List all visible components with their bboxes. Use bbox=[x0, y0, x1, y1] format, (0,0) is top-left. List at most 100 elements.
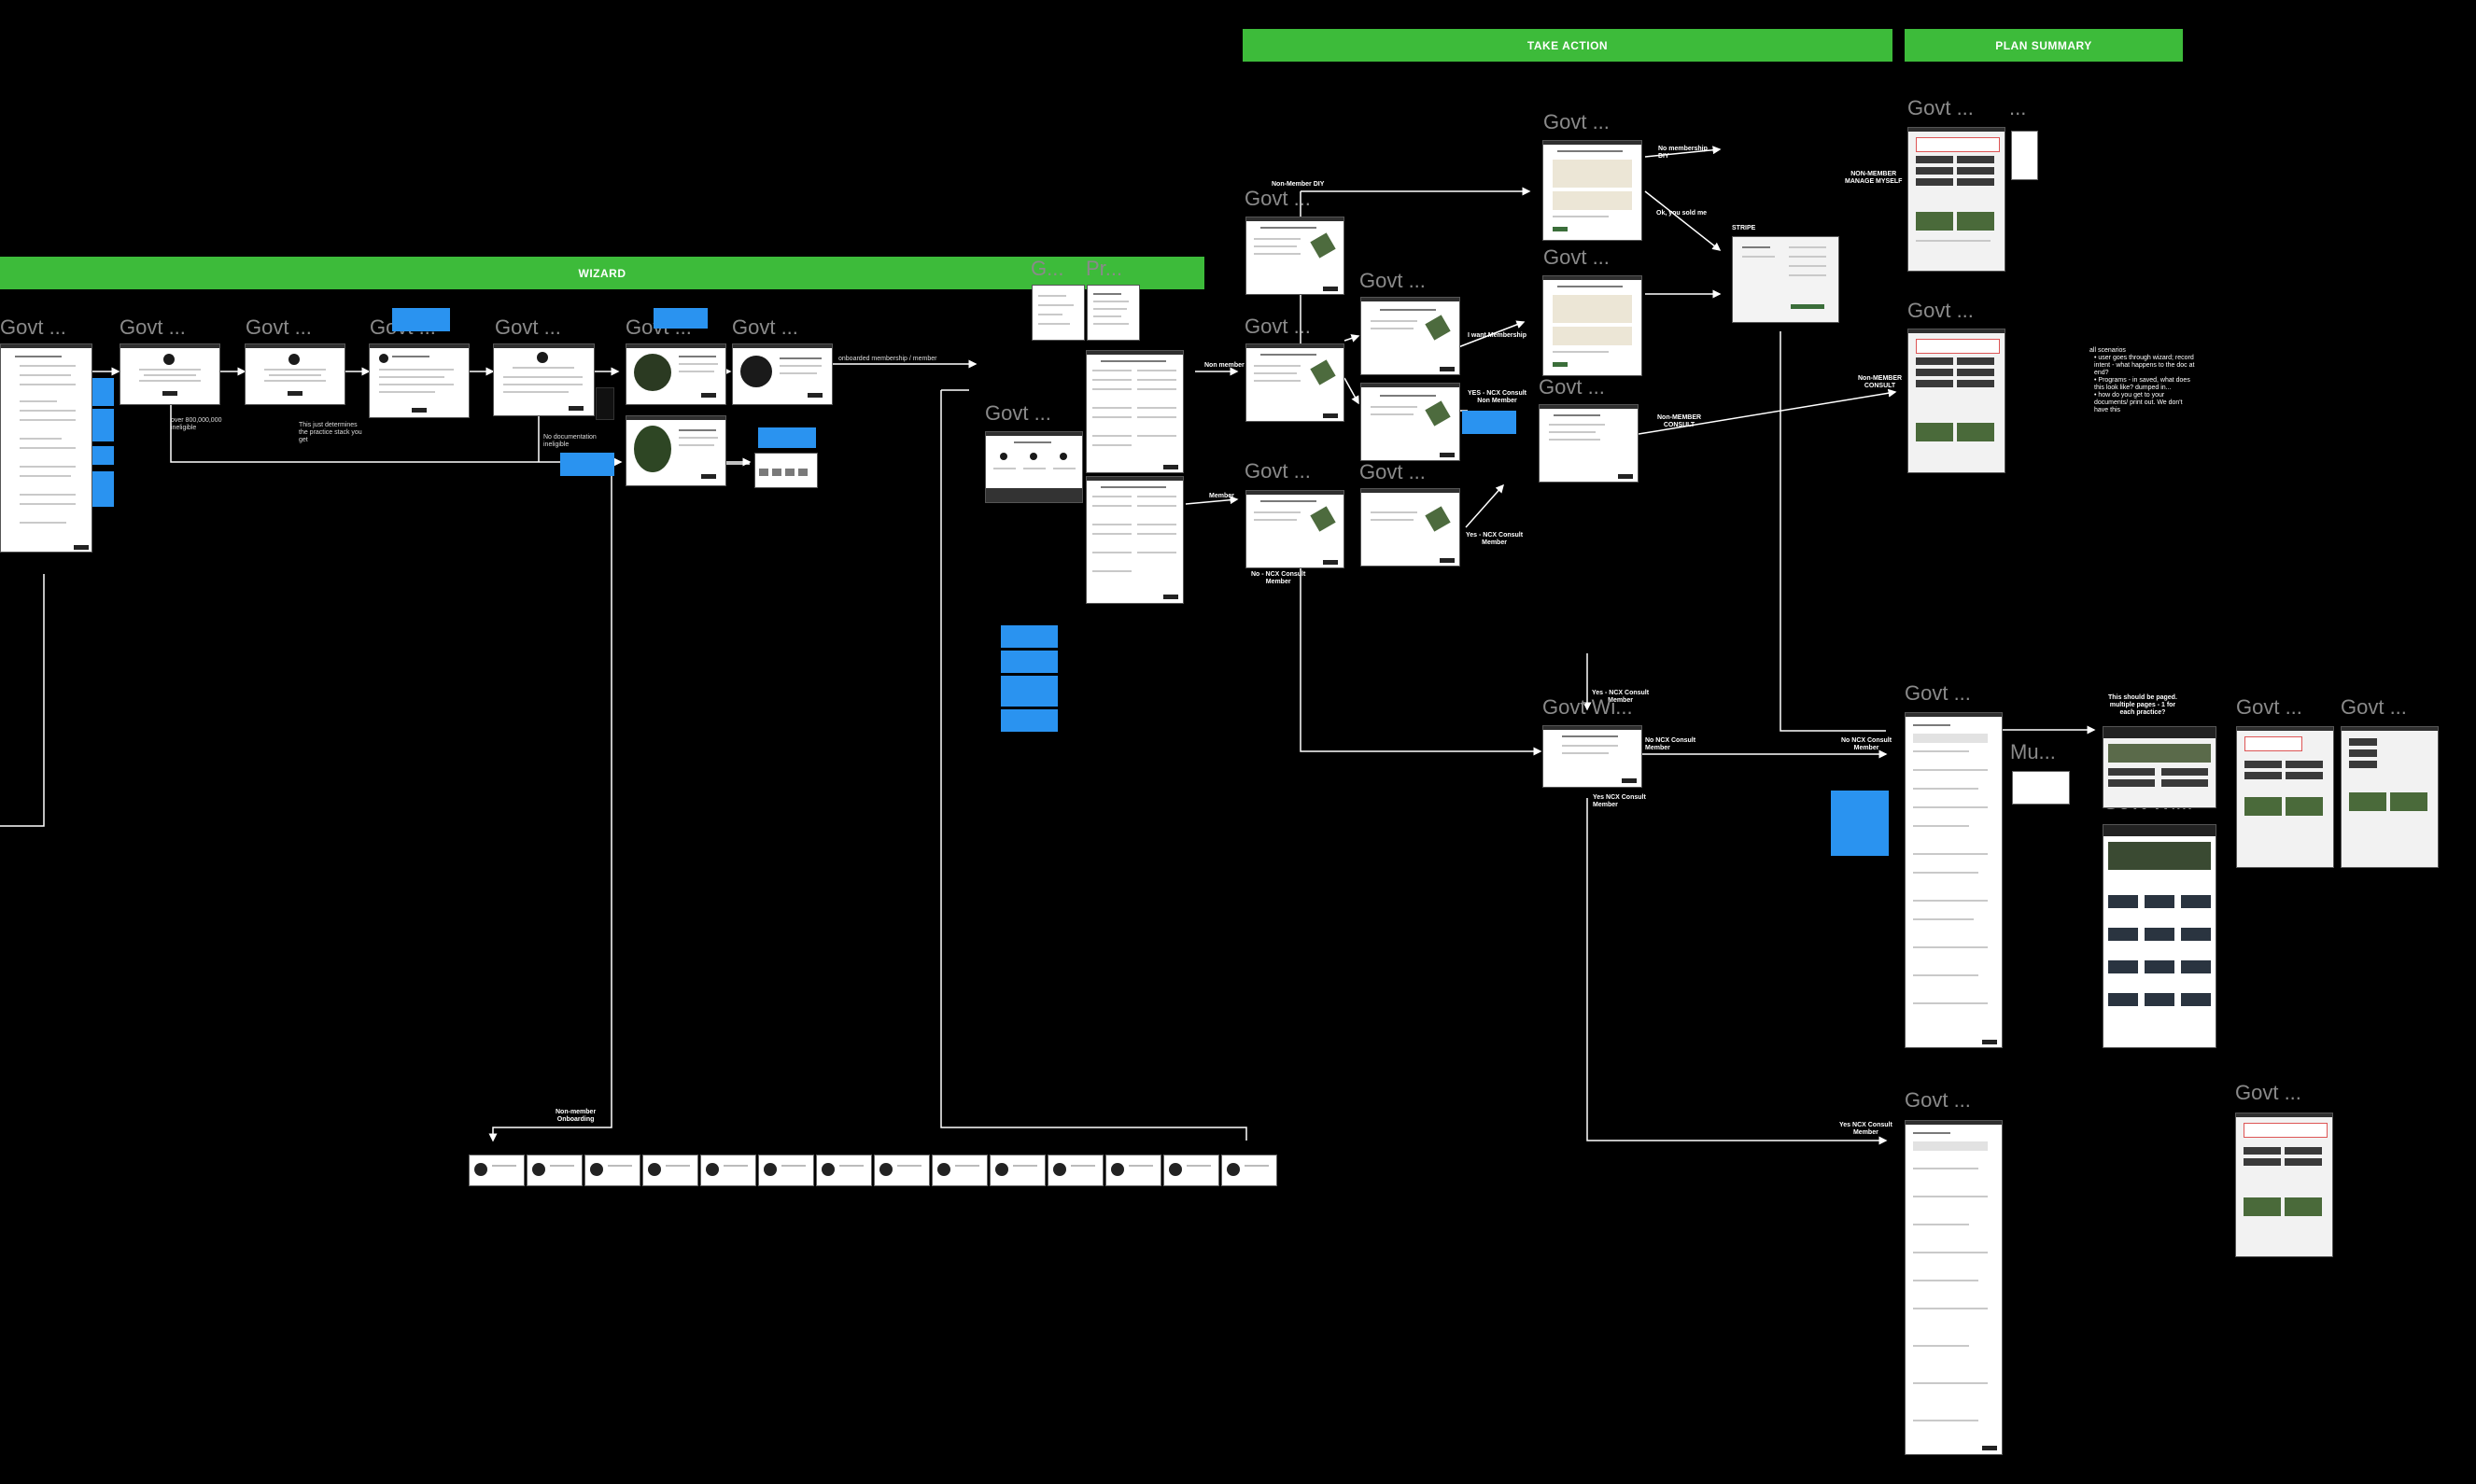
plan-summary-section-header: PLAN SUMMARY bbox=[1905, 29, 2183, 62]
consult-option-frame[interactable] bbox=[1360, 488, 1460, 567]
frame-title: Govt ... bbox=[2341, 695, 2407, 719]
wizard-step-frame[interactable] bbox=[493, 343, 595, 416]
practice-detail-frame[interactable] bbox=[1086, 350, 1184, 473]
onboarding-screen-thumb[interactable] bbox=[932, 1155, 988, 1186]
onboarding-screen-thumb[interactable] bbox=[700, 1155, 756, 1186]
flow-label: This should be paged. multiple pages - 1… bbox=[2108, 694, 2177, 716]
frame-title: Pr... bbox=[1086, 257, 1123, 280]
frame-title: Govt ... bbox=[1359, 460, 1426, 483]
frame-title: Govt ... bbox=[1245, 187, 1311, 210]
plan-summary-frame[interactable] bbox=[1907, 329, 2005, 473]
scenarios-title: all scenarios bbox=[2089, 347, 2126, 354]
wizard-result-frame[interactable] bbox=[732, 343, 833, 405]
onboarding-screen-thumb[interactable] bbox=[874, 1155, 930, 1186]
onboarding-screen-thumb[interactable] bbox=[1163, 1155, 1219, 1186]
flow-label: Non member bbox=[1204, 362, 1245, 369]
wizard-landing-frame[interactable] bbox=[0, 343, 92, 553]
frame-title: Govt ... bbox=[1245, 315, 1311, 338]
practice-plan-long-frame[interactable] bbox=[1905, 1120, 2003, 1455]
onboarding-screen-thumb[interactable] bbox=[642, 1155, 698, 1186]
frame-title: Govt Wi... bbox=[1542, 695, 1633, 719]
onboarding-screen-thumb[interactable] bbox=[584, 1155, 640, 1186]
consult-confirm-frame[interactable] bbox=[1542, 725, 1642, 788]
flow-label: over 800,000,000 ineligible bbox=[171, 417, 222, 431]
frame-title: Govt ... bbox=[732, 315, 798, 339]
practice-grid-frame[interactable] bbox=[985, 431, 1083, 503]
wizard-step-frame[interactable] bbox=[120, 343, 220, 405]
flow-label: Non-MEMBER CONSULT bbox=[1858, 375, 1903, 389]
frame-title: Govt ... bbox=[2236, 695, 2302, 719]
flow-label: STRIPE bbox=[1732, 225, 1756, 231]
frame-title: Govt ... bbox=[1245, 459, 1311, 483]
plan-option-frame[interactable] bbox=[1245, 490, 1344, 568]
flow-label: Yes - NCX Consult Member bbox=[1592, 690, 1650, 704]
onboarding-screen-thumb[interactable] bbox=[527, 1155, 583, 1186]
frame-title: Govt ... bbox=[246, 315, 312, 339]
frame-title: Govt ... bbox=[1539, 375, 1605, 399]
plan-option-frame[interactable] bbox=[1245, 343, 1344, 422]
frame-title: Mu... bbox=[2010, 740, 2056, 763]
onboarding-screen-thumb[interactable] bbox=[816, 1155, 872, 1186]
plan-option-frame[interactable] bbox=[1245, 217, 1344, 295]
onboarding-screen-thumb[interactable] bbox=[1048, 1155, 1104, 1186]
phone-frame[interactable] bbox=[1087, 285, 1140, 341]
flow-label: Yes NCX Consult Member bbox=[1593, 794, 1646, 808]
annotation-note bbox=[1001, 676, 1058, 707]
annotation-note bbox=[1001, 651, 1058, 673]
flow-label: Non-MEMBER CONSULT bbox=[1657, 414, 1702, 428]
flow-label: No - NCX Consult Member bbox=[1251, 571, 1306, 585]
membership-frame[interactable] bbox=[1542, 140, 1642, 241]
frame-title: Govt ... bbox=[985, 401, 1051, 425]
mobile-frame[interactable] bbox=[2011, 131, 2038, 180]
plan-summary-frame[interactable] bbox=[2236, 726, 2334, 868]
membership-frame[interactable] bbox=[1542, 275, 1642, 376]
mobile-frame[interactable] bbox=[2012, 771, 2070, 805]
onboarding-screen-thumb[interactable] bbox=[758, 1155, 814, 1186]
practice-detail-frame[interactable] bbox=[1086, 476, 1184, 604]
flow-label: No NCX Consult Member bbox=[1841, 737, 1892, 751]
flow-label: Yes NCX Consult Member bbox=[1839, 1122, 1892, 1136]
onboarding-screen-thumb[interactable] bbox=[990, 1155, 1046, 1186]
frame-title: Govt ... bbox=[120, 315, 186, 339]
onboarding-screen-thumb[interactable] bbox=[1221, 1155, 1277, 1186]
scenarios-list: • user goes through wizard; record inten… bbox=[2094, 355, 2195, 413]
frame-title: Govt ... bbox=[2235, 1081, 2301, 1104]
annotation-note bbox=[392, 308, 450, 331]
annotation-note bbox=[92, 446, 114, 465]
plan-summary-frame[interactable] bbox=[1907, 127, 2005, 272]
annotation-note bbox=[758, 427, 816, 448]
frame-title: ... bbox=[2009, 96, 2027, 119]
plan-summary-frame[interactable] bbox=[2235, 1113, 2333, 1257]
frame-title: Govt ... bbox=[1543, 245, 1610, 269]
frame-title: Govt ... bbox=[495, 315, 561, 339]
wizard-map-frame[interactable] bbox=[626, 343, 726, 405]
frame-title: Govt ... bbox=[1905, 681, 1971, 705]
consult-option-frame[interactable] bbox=[1360, 383, 1460, 461]
phone-frame[interactable] bbox=[1032, 285, 1085, 341]
plan-summary-frame[interactable] bbox=[2341, 726, 2439, 868]
flow-label: I want Membership bbox=[1468, 332, 1527, 339]
onboarding-screen-thumb[interactable] bbox=[1105, 1155, 1161, 1186]
onboarding-screen-thumb[interactable] bbox=[469, 1155, 525, 1186]
wizard-step-frame[interactable] bbox=[369, 343, 470, 418]
frame-title: Govt ... bbox=[1905, 1088, 1971, 1112]
flow-label: No documentation ineligible bbox=[543, 434, 597, 448]
annotation-note bbox=[1001, 625, 1058, 648]
practice-plan-long-frame[interactable] bbox=[1905, 712, 2003, 1048]
wizard-step-frame[interactable] bbox=[245, 343, 345, 405]
practice-gallery-frame[interactable] bbox=[2103, 824, 2216, 1048]
annotation-note bbox=[596, 387, 614, 420]
frame-title: Govt ... bbox=[1543, 110, 1610, 133]
consult-option-frame[interactable] bbox=[1360, 297, 1460, 375]
consult-schedule-frame[interactable] bbox=[1539, 404, 1639, 483]
frame-title: Govt ... bbox=[1359, 269, 1426, 292]
stripe-checkout-frame[interactable] bbox=[1732, 236, 1839, 323]
wizard-gallery-frame[interactable] bbox=[754, 453, 818, 488]
wizard-map-frame[interactable] bbox=[626, 415, 726, 486]
plan-map-frame[interactable] bbox=[2103, 726, 2216, 808]
flow-label: onboarded membership / member bbox=[838, 356, 937, 362]
wizard-section-header: WIZARD bbox=[0, 257, 1204, 289]
annotation-note bbox=[92, 409, 114, 441]
flow-label: No membership DIY bbox=[1658, 146, 1708, 160]
annotation-note bbox=[654, 308, 708, 329]
